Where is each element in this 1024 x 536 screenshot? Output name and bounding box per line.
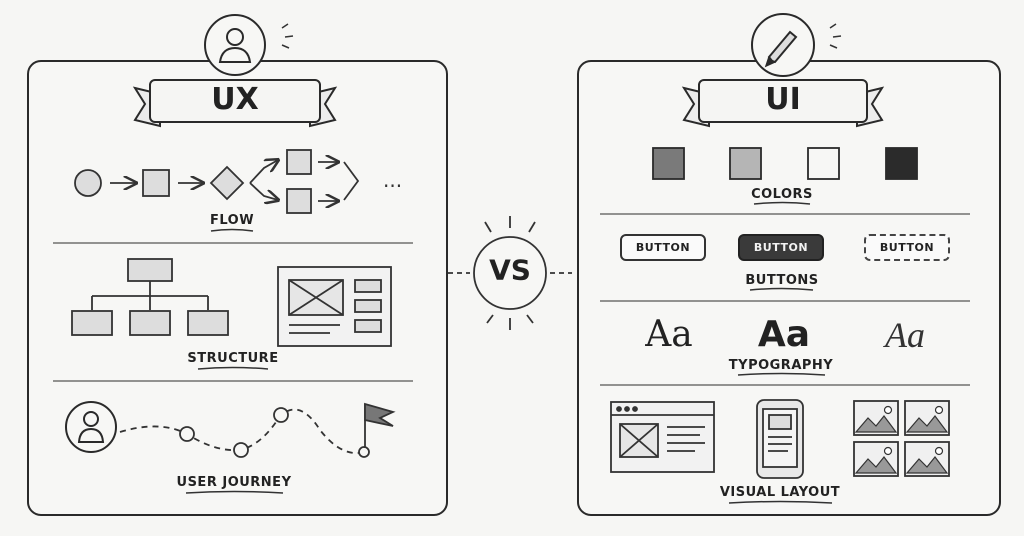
user-avatar-icon [65, 401, 117, 453]
flow-process-box [142, 169, 170, 197]
typography-label: TYPOGRAPHY [728, 358, 834, 373]
color-swatch-1 [652, 147, 685, 180]
mobile-layout-icon [756, 399, 804, 479]
ux-title: UX [211, 82, 259, 117]
outline-button-sample: BUTTON [620, 234, 706, 261]
ui-banner [681, 79, 885, 128]
italic-type-sample: Aa [885, 315, 925, 355]
desktop-layout-icon [610, 401, 715, 473]
image-placeholder-icon [904, 441, 950, 477]
image-placeholder-icon [904, 400, 950, 436]
serif-type-sample: Aa [645, 314, 693, 355]
color-swatch-3 [807, 147, 840, 180]
bold-sans-type-sample: Aa [757, 314, 811, 355]
goal-flag-icon [364, 402, 396, 448]
structure-label: STRUCTURE [187, 351, 279, 366]
user-journey-label: USER JOURNEY [176, 475, 292, 490]
wireframe-icon [277, 266, 392, 347]
flow-ellipsis: ... [383, 168, 402, 192]
colors-label: COLORS [751, 187, 813, 202]
user-badge-icon [204, 14, 294, 76]
image-placeholder-icon [853, 400, 899, 436]
journey-path [119, 407, 370, 458]
color-swatch-2 [729, 147, 762, 180]
dashed-button-sample: BUTTON [864, 234, 950, 261]
ui-title: UI [765, 82, 801, 117]
vs-burst [448, 216, 572, 330]
sitemap-diagram [71, 258, 229, 336]
flow-diagram [74, 149, 360, 214]
visual-layout-label: VISUAL LAYOUT [719, 485, 841, 500]
color-swatch-4 [885, 147, 918, 180]
pencil-badge-icon [751, 13, 842, 77]
vs-label: VS [489, 253, 531, 287]
flow-label: FLOW [209, 213, 255, 228]
filled-button-sample: BUTTON [738, 234, 824, 261]
ux-banner [132, 79, 338, 128]
flow-start-circle [74, 169, 102, 197]
color-swatches [652, 147, 918, 180]
image-grid-icon [853, 400, 950, 477]
image-placeholder-icon [853, 441, 899, 477]
flow-decision-diamond [209, 165, 245, 201]
buttons-label: BUTTONS [745, 273, 819, 288]
